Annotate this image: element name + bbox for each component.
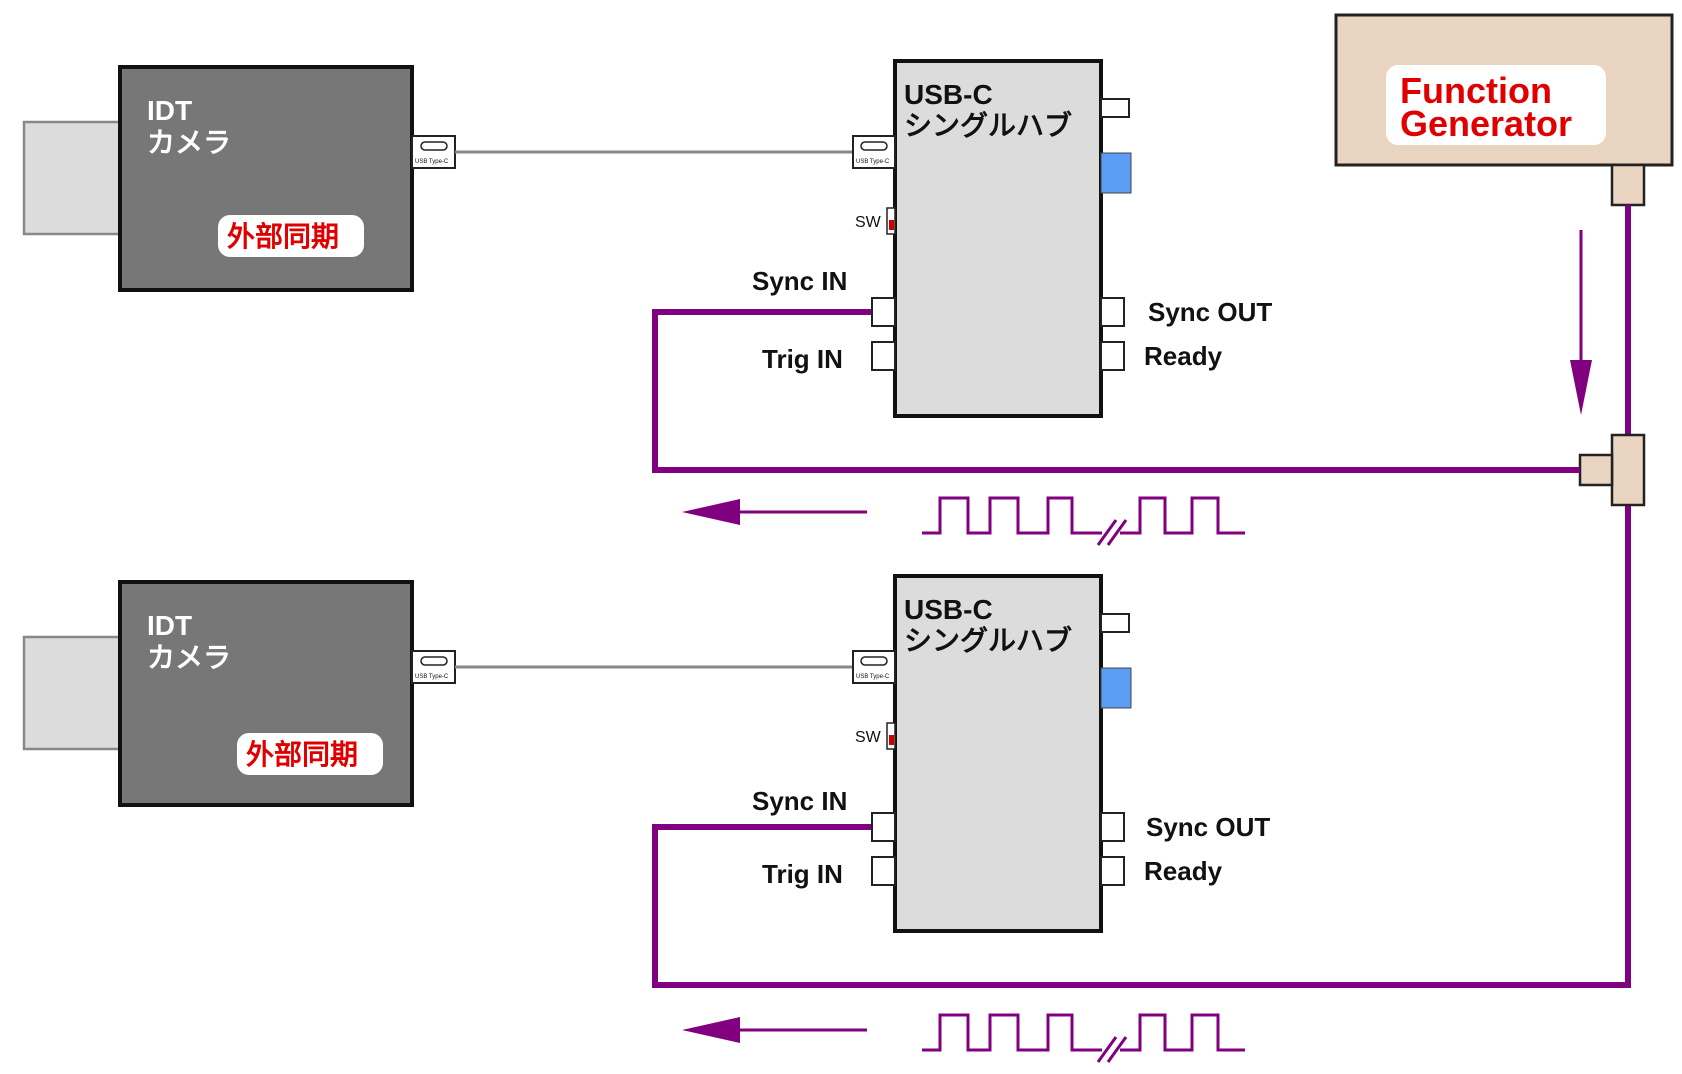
generator-label-line2: Generator: [1400, 103, 1572, 144]
switch-label: SW: [855, 729, 882, 746]
camera-lower: IDT カメラ 外部同期 USB Type-C: [22, 580, 456, 807]
hub-port-white: [1100, 613, 1130, 633]
hub-label-line1: USB-C: [904, 79, 993, 110]
hub-label-line2: シングルハブ: [904, 109, 1072, 141]
sync-out-label: Sync OUT: [1148, 297, 1272, 327]
hub-usb-port: USB Type-C: [852, 135, 896, 169]
trig-in-port: [871, 341, 896, 371]
function-generator: Function Generator: [1334, 13, 1674, 207]
sync-out-port: [1100, 297, 1125, 327]
camera-usb-port: USB Type-C: [411, 650, 456, 684]
hub-label-line1: USB-C: [904, 594, 993, 625]
external-sync-badge: 外部同期: [227, 221, 339, 252]
generator-output-cable: [652, 205, 1631, 988]
camera-label-line2: カメラ: [147, 642, 231, 673]
svg-text:USB Type-C: USB Type-C: [856, 674, 890, 680]
ready-label: Ready: [1144, 856, 1223, 886]
generator-label-line1: Function: [1400, 70, 1552, 111]
signal-direction-left-arrow-lower: [682, 1017, 867, 1043]
camera-label-line1: IDT: [147, 95, 192, 126]
signal-direction-down-arrow: [1570, 230, 1592, 415]
camera-label-line1: IDT: [147, 610, 192, 641]
pulse-waveform-upper: [922, 496, 1245, 546]
camera-usb-port: USB Type-C: [411, 135, 456, 169]
switch-label: SW: [855, 214, 882, 231]
ready-label: Ready: [1144, 341, 1223, 371]
signal-direction-left-arrow-upper: [682, 499, 867, 525]
usb-hub-upper: USB-C シングルハブ USB Type-C SW Sync IN Trig …: [752, 59, 1272, 418]
sync-out-port: [1100, 812, 1125, 842]
svg-text:USB Type-C: USB Type-C: [415, 159, 449, 165]
camera-lens: [22, 120, 122, 236]
trig-in-label: Trig IN: [762, 859, 843, 889]
sync-in-label: Sync IN: [752, 266, 847, 296]
trig-in-port: [871, 856, 896, 886]
trig-in-label: Trig IN: [762, 344, 843, 374]
camera-upper: IDT カメラ 外部同期 USB Type-C: [22, 65, 456, 292]
t-splitter: [1578, 433, 1646, 507]
sync-out-label: Sync OUT: [1146, 812, 1270, 842]
hub-usb-port: USB Type-C: [852, 650, 896, 684]
hub-port-white: [1100, 98, 1130, 118]
usb-hub-lower: USB-C シングルハブ USB Type-C SW Sync IN Trig …: [752, 574, 1270, 933]
sync-in-port: [871, 297, 896, 327]
ready-port: [1100, 341, 1125, 371]
hub-label-line2: シングルハブ: [904, 624, 1072, 656]
svg-text:USB Type-C: USB Type-C: [856, 159, 890, 165]
camera-label-line2: カメラ: [147, 127, 231, 158]
ready-port: [1100, 856, 1125, 886]
sync-in-label: Sync IN: [752, 786, 847, 816]
sync-in-port: [871, 812, 896, 842]
upper-sync-cable: [652, 309, 1580, 473]
pulse-waveform-lower: [922, 1013, 1245, 1063]
external-sync-badge: 外部同期: [246, 739, 358, 770]
hub-port-blue: [1100, 667, 1132, 709]
svg-text:USB Type-C: USB Type-C: [415, 674, 449, 680]
camera-lens: [22, 635, 122, 751]
generator-output-port: [1610, 163, 1646, 207]
hub-port-blue: [1100, 152, 1132, 194]
